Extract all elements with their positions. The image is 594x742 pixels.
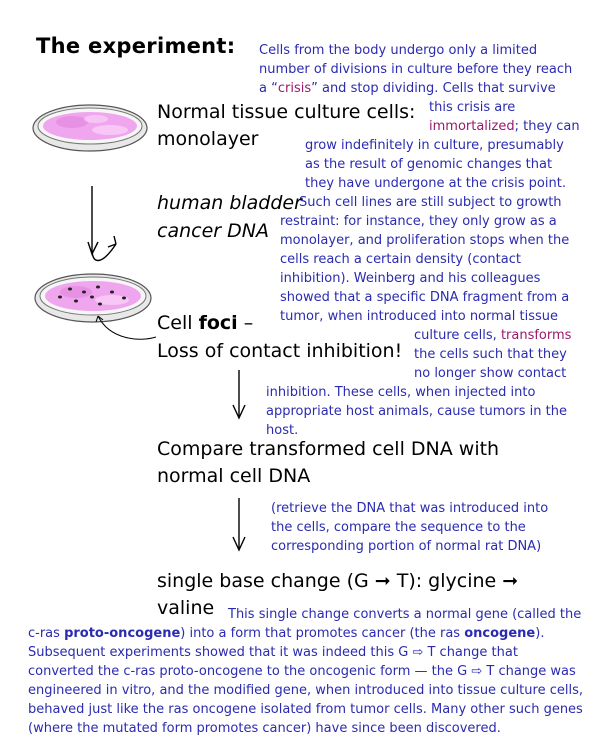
step2-subheading: Loss of contact inhibition! — [157, 340, 403, 362]
step2-heading: Cell foci – — [157, 312, 254, 334]
step4-heading: single base change (G ➞ T): glycine ➞ — [157, 570, 519, 592]
note-line: cells reach a certain density (contact — [280, 252, 521, 267]
proto-oncogene-term: proto-oncogene — [64, 626, 181, 641]
petri-dish-normal — [32, 104, 148, 152]
focus-pointer-line — [97, 315, 157, 340]
crisis-term: crisis — [277, 81, 312, 96]
note-line: this crisis are — [429, 100, 516, 115]
note-line: tumor, when introduced into normal tissu… — [280, 309, 558, 324]
step3-heading: Compare transformed cell DNA with — [157, 438, 500, 460]
note-line: the cells such that they — [414, 347, 567, 362]
final-note-line: This single change converts a normal gen… — [228, 607, 582, 622]
dna-label-line1: human bladder — [157, 192, 302, 214]
retrieve-note-line: (retrieve the DNA that was introduced in… — [271, 501, 549, 516]
final-note-line: behaved just like the ras oncogene isola… — [28, 702, 583, 717]
note-line: host. — [266, 423, 299, 438]
step1-heading: Normal tissue culture cells: — [157, 101, 416, 123]
final-note-line: (where the mutated form promotes cancer)… — [28, 721, 501, 736]
note-line: they have undergone at the crisis point. — [305, 176, 566, 191]
note-line: monolayer, and proliferation stops when … — [280, 233, 570, 248]
note-line: appropriate host animals, cause tumors i… — [266, 404, 567, 419]
note-line: no longer show contact — [414, 366, 567, 381]
note-line: as the result of genomic changes that — [305, 157, 553, 172]
note-line: showed that a specific DNA fragment from… — [280, 290, 570, 305]
retrieve-note-line: the cells, compare the sequence to the — [271, 520, 526, 535]
petri-dish-foci — [34, 273, 152, 323]
note-line: restraint: for instance, they only grow … — [280, 214, 557, 229]
final-note-line: engineered in vitro, and the modified ge… — [28, 683, 583, 698]
step4-subheading: valine — [157, 597, 215, 619]
page-title: The experiment: — [36, 34, 236, 58]
down-arrow-2 — [232, 498, 246, 552]
retrieve-note-line: corresponding portion of normal rat DNA) — [271, 539, 542, 554]
final-note-line: Subsequent experiments showed that it wa… — [28, 645, 518, 660]
note-line: immortalized; they can — [429, 119, 580, 134]
final-note-line: c-ras proto-oncogene) into a form that p… — [28, 626, 545, 641]
immortalized-term: immortalized — [429, 119, 515, 134]
note-line: Such cell lines are still subject to gro… — [299, 195, 562, 210]
curved-arrow-dish1-to-dish2 — [87, 186, 117, 262]
dna-label-line2: cancer DNA — [157, 220, 269, 242]
note-line: number of divisions in culture before th… — [259, 62, 573, 77]
note-line: grow indefinitely in culture, presumably — [305, 138, 564, 153]
final-note-line: converted the c-ras proto-oncogene to th… — [28, 664, 576, 679]
step1-subheading: monolayer — [157, 128, 259, 150]
down-arrow-1 — [232, 370, 246, 420]
focus-dots — [58, 285, 126, 306]
note-line: Cells from the body undergo only a limit… — [259, 43, 538, 58]
note-line: a “crisis” and stop dividing. Cells that… — [259, 81, 556, 96]
note-line: inhibition). Weinberg and his colleagues — [280, 271, 541, 286]
step3-subheading: normal cell DNA — [157, 465, 311, 487]
note-line: inhibition. These cells, when injected i… — [266, 385, 536, 400]
foci-term: foci — [198, 312, 238, 334]
note-line: culture cells, transforms — [414, 328, 572, 343]
transforms-term: transforms — [500, 328, 572, 343]
oncogene-term: oncogene — [464, 626, 536, 641]
